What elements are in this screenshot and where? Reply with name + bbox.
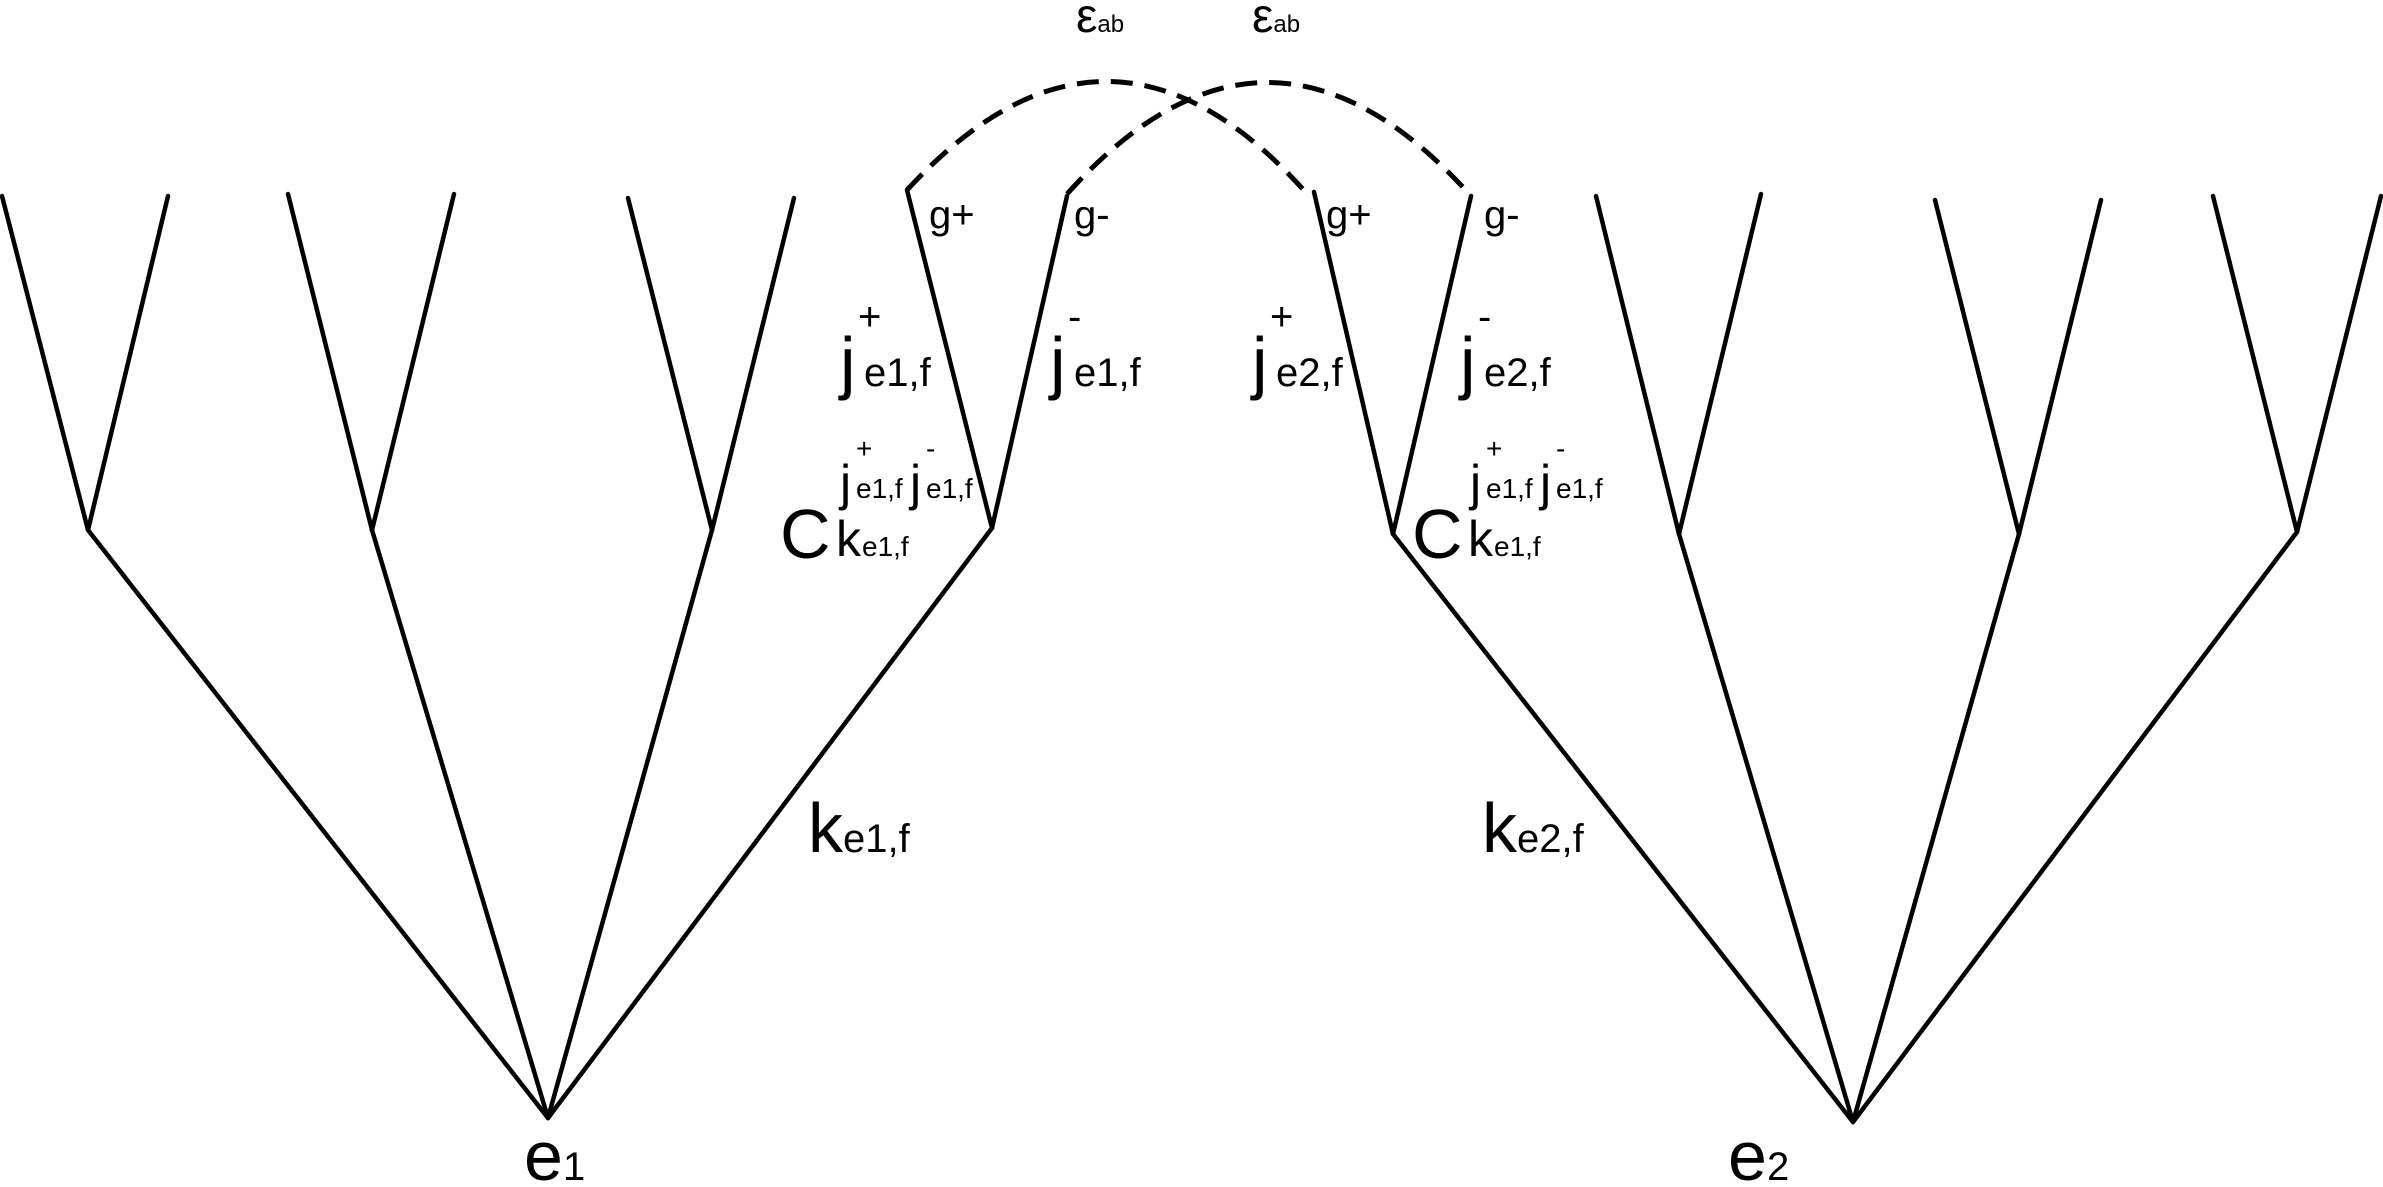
right-branch-4b bbox=[2294, 193, 2383, 535]
svg-text:e1,f: e1,f bbox=[1486, 473, 1533, 504]
right-tree bbox=[1311, 189, 2383, 1125]
svg-text:-: - bbox=[1068, 295, 1081, 339]
right-branch-1b bbox=[1390, 193, 1474, 537]
svg-text:-: - bbox=[926, 433, 935, 464]
svg-text:+: + bbox=[1270, 295, 1293, 339]
svg-text:k: k bbox=[1468, 511, 1494, 567]
clebsch-gordan-right: C k e1,f j + e1,f j - e1,f bbox=[1412, 433, 1603, 573]
left-branch-1a bbox=[0, 193, 91, 533]
right-tree-trunk-3 bbox=[1850, 531, 2022, 1125]
leaf-label-g-plus-1: g+ bbox=[929, 193, 975, 237]
svg-text:j: j bbox=[838, 455, 851, 511]
svg-text:j: j bbox=[908, 455, 921, 511]
svg-text:+: + bbox=[1486, 433, 1502, 464]
right-branch-2a bbox=[1593, 193, 1682, 537]
svg-text:e1,f: e1,f bbox=[864, 351, 932, 395]
spin-label-j-minus-e2f: j - e2,f bbox=[1458, 295, 1552, 401]
left-branch-4b bbox=[989, 193, 1070, 531]
svg-text:+: + bbox=[858, 295, 881, 339]
svg-text:-: - bbox=[1478, 295, 1491, 339]
gluing-arc-right bbox=[1065, 80, 1473, 198]
svg-text:j: j bbox=[1250, 323, 1268, 401]
right-tree-trunk-4 bbox=[1850, 529, 2300, 1125]
spin-label-j-plus-e1f: j + e1,f bbox=[838, 295, 932, 401]
svg-text:j: j bbox=[1458, 323, 1476, 401]
left-branch-1b bbox=[85, 193, 171, 533]
edge-label-k-e1f: ke1,f bbox=[808, 789, 911, 867]
right-tree-trunk-1 bbox=[1390, 531, 1856, 1125]
spin-label-j-minus-e1f: j - e1,f bbox=[1048, 295, 1142, 401]
epsilon-label-right: εab bbox=[1252, 0, 1300, 43]
right-tree-trunk-2 bbox=[1676, 531, 1856, 1125]
svg-text:e1,f: e1,f bbox=[926, 473, 973, 504]
left-branch-3a bbox=[625, 195, 715, 533]
left-tree-trunk-3 bbox=[545, 527, 715, 1121]
svg-text:e1,f: e1,f bbox=[856, 473, 903, 504]
epsilon-label-left: εab bbox=[1076, 0, 1124, 43]
svg-text:k: k bbox=[836, 511, 862, 567]
left-branch-2b bbox=[369, 191, 457, 533]
gluing-arc-left bbox=[905, 79, 1311, 198]
left-tree-trunk-2 bbox=[369, 527, 551, 1121]
svg-text:j: j bbox=[1468, 455, 1481, 511]
svg-text:j: j bbox=[1538, 455, 1551, 511]
svg-text:C: C bbox=[780, 495, 831, 573]
right-branch-3b bbox=[2016, 197, 2104, 537]
leaf-label-g-plus-2: g+ bbox=[1326, 193, 1372, 237]
left-tree-trunk-1 bbox=[85, 527, 551, 1121]
left-branch-4a bbox=[904, 187, 995, 531]
root-label-e2: e2 bbox=[1728, 1117, 1789, 1187]
svg-text:e1,f: e1,f bbox=[1074, 351, 1142, 395]
root-label-e1: e1 bbox=[524, 1117, 585, 1187]
svg-text:e1,f: e1,f bbox=[1556, 473, 1603, 504]
left-tree bbox=[0, 187, 1070, 1121]
svg-text:e2,f: e2,f bbox=[1484, 351, 1552, 395]
right-branch-1a bbox=[1311, 189, 1396, 537]
svg-text:e2,f: e2,f bbox=[1276, 351, 1344, 395]
leaf-label-g-minus-2: g- bbox=[1484, 193, 1520, 237]
right-branch-3a bbox=[1932, 197, 2022, 537]
clebsch-gordan-left: C k e1,f j + e1,f j - e1,f bbox=[780, 433, 973, 573]
right-branch-4a bbox=[2210, 193, 2300, 535]
svg-text:j: j bbox=[1048, 323, 1066, 401]
svg-text:e1,f: e1,f bbox=[862, 531, 909, 562]
svg-text:j: j bbox=[838, 323, 856, 401]
svg-text:+: + bbox=[856, 433, 872, 464]
right-branch-2b bbox=[1676, 191, 1764, 537]
svg-text:e1,f: e1,f bbox=[1494, 531, 1541, 562]
leaf-label-g-minus-1: g- bbox=[1074, 193, 1110, 237]
edge-label-k-e2f: ke2,f bbox=[1482, 789, 1585, 867]
left-branch-2a bbox=[285, 191, 375, 533]
spin-label-j-plus-e2f: j + e2,f bbox=[1250, 295, 1344, 401]
left-branch-3b bbox=[709, 195, 797, 533]
svg-text:C: C bbox=[1412, 495, 1463, 573]
svg-text:-: - bbox=[1556, 433, 1565, 464]
left-tree-trunk-4 bbox=[545, 525, 995, 1121]
